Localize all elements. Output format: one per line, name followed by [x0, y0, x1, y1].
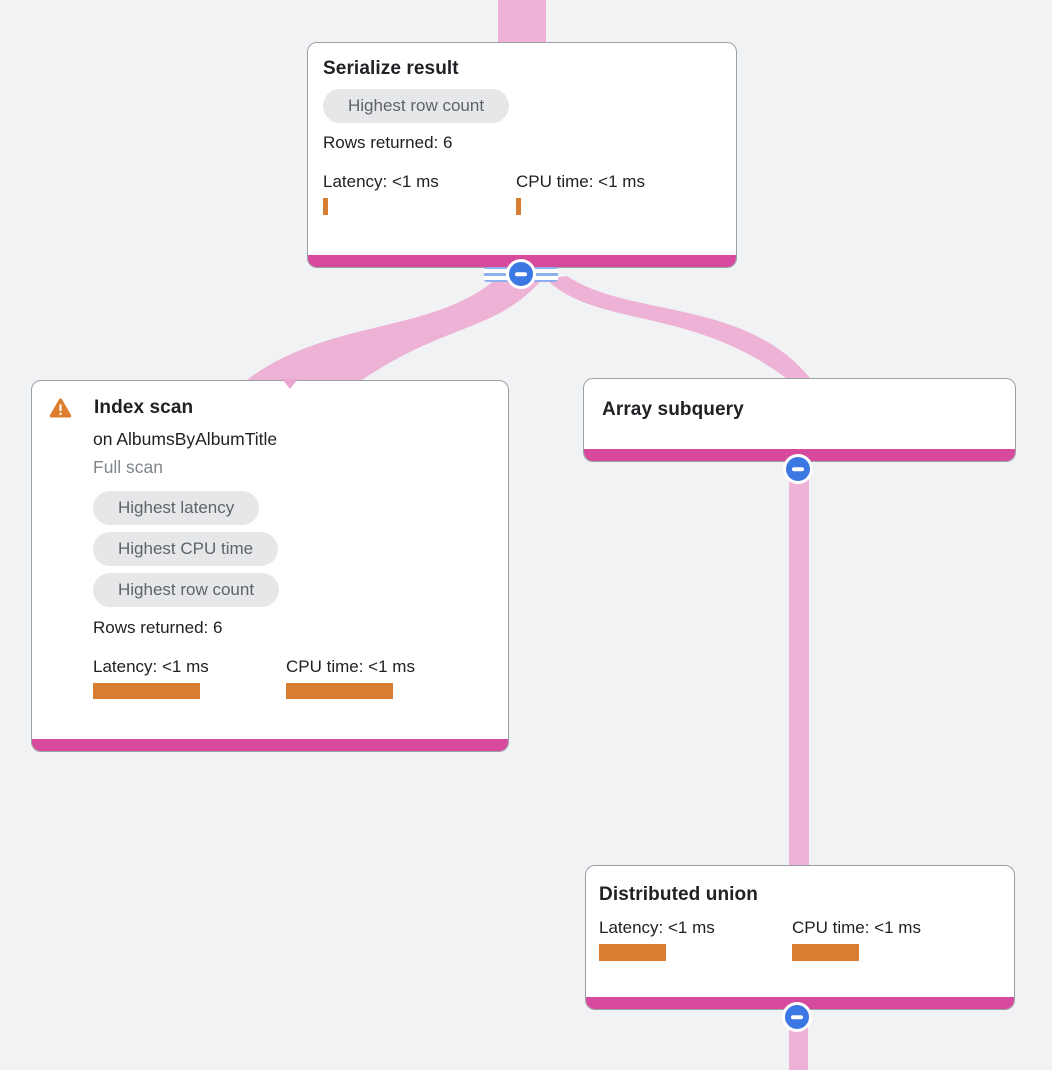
badge-highest-row-count: Highest row count	[323, 89, 510, 123]
badge-highest-latency: Highest latency	[93, 491, 260, 525]
latency-bar	[93, 683, 200, 699]
latency-bar	[599, 944, 666, 961]
latency-label: Latency: <1 ms	[323, 172, 439, 191]
node-title: Distributed union	[599, 884, 758, 905]
badge-highest-cpu-time: Highest CPU time	[93, 532, 279, 566]
edge-serialize-to-array-subquery	[546, 276, 810, 378]
node-distributed-union[interactable]: Distributed union Latency: <1 ms CPU tim…	[585, 865, 1015, 1010]
latency-metric: Latency: <1 ms	[599, 918, 792, 961]
node-serialize-result[interactable]: Serialize result Highest row count Rows …	[307, 42, 737, 268]
collapse-button-serialize-result[interactable]	[506, 259, 536, 289]
cpu-time-label: CPU time: <1 ms	[286, 657, 415, 676]
latency-metric: Latency: <1 ms	[93, 657, 286, 699]
minus-icon[interactable]	[783, 454, 813, 484]
rows-returned: Rows returned: 6	[323, 133, 453, 152]
index-name: on AlbumsByAlbumTitle	[93, 429, 278, 449]
cpu-time-label: CPU time: <1 ms	[516, 172, 645, 191]
cpu-time-bar	[792, 944, 859, 961]
cpu-time-bar	[516, 198, 521, 215]
minus-icon[interactable]	[782, 1002, 812, 1032]
rows-returned: Rows returned: 6	[93, 618, 223, 637]
latency-metric: Latency: <1 ms	[323, 172, 516, 215]
cpu-metric: CPU time: <1 ms	[516, 172, 709, 215]
collapse-button-distributed-union[interactable]	[782, 1002, 812, 1032]
cpu-time-label: CPU time: <1 ms	[792, 918, 921, 937]
cpu-metric: CPU time: <1 ms	[792, 918, 985, 961]
collapse-button-array-subquery[interactable]	[783, 454, 813, 484]
node-index-scan[interactable]: Index scan on AlbumsByAlbumTitle Full sc…	[31, 380, 509, 752]
edge-serialize-to-index-scan	[247, 277, 544, 380]
cpu-metric: CPU time: <1 ms	[286, 657, 479, 699]
node-title: Index scan	[94, 397, 194, 418]
edge-root-to-serialize	[498, 0, 546, 46]
scan-type: Full scan	[93, 457, 164, 477]
warning-icon	[49, 398, 72, 418]
cpu-time-bar	[286, 683, 393, 699]
latency-label: Latency: <1 ms	[599, 918, 715, 937]
node-title: Serialize result	[323, 58, 459, 79]
node-title: Array subquery	[602, 399, 744, 420]
node-array-subquery[interactable]: Array subquery	[583, 378, 1016, 462]
badge-highest-row-count: Highest row count	[93, 573, 280, 607]
latency-bar	[323, 198, 328, 215]
minus-icon[interactable]	[506, 259, 536, 289]
node-footer-bar	[32, 739, 508, 751]
latency-label: Latency: <1 ms	[93, 657, 209, 676]
edge-array-subquery-to-distributed-union	[789, 455, 809, 870]
